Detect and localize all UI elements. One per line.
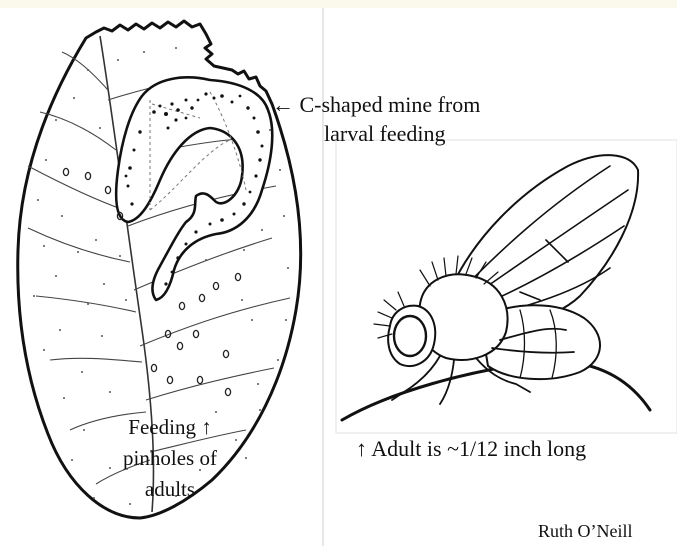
mine-annotation-line2: larval feeding xyxy=(272,119,480,148)
pinholes-annotation-line3: adults xyxy=(100,474,240,505)
mine-annotation-line1: ← C-shaped mine from xyxy=(272,92,480,117)
artist-credit: Ruth O’Neill xyxy=(538,521,633,542)
pinholes-annotation-line2: pinholes of xyxy=(100,443,240,474)
mine-annotation: ← C-shaped mine from larval feeding xyxy=(272,90,480,148)
fly-eye xyxy=(394,316,426,356)
pinholes-annotation: Feeding ↑ pinholes of adults xyxy=(100,412,240,505)
pinholes-annotation-line1: Feeding ↑ xyxy=(100,412,240,443)
adult-size-annotation: ↑ Adult is ~1/12 inch long xyxy=(356,436,586,462)
top-band xyxy=(0,0,677,8)
